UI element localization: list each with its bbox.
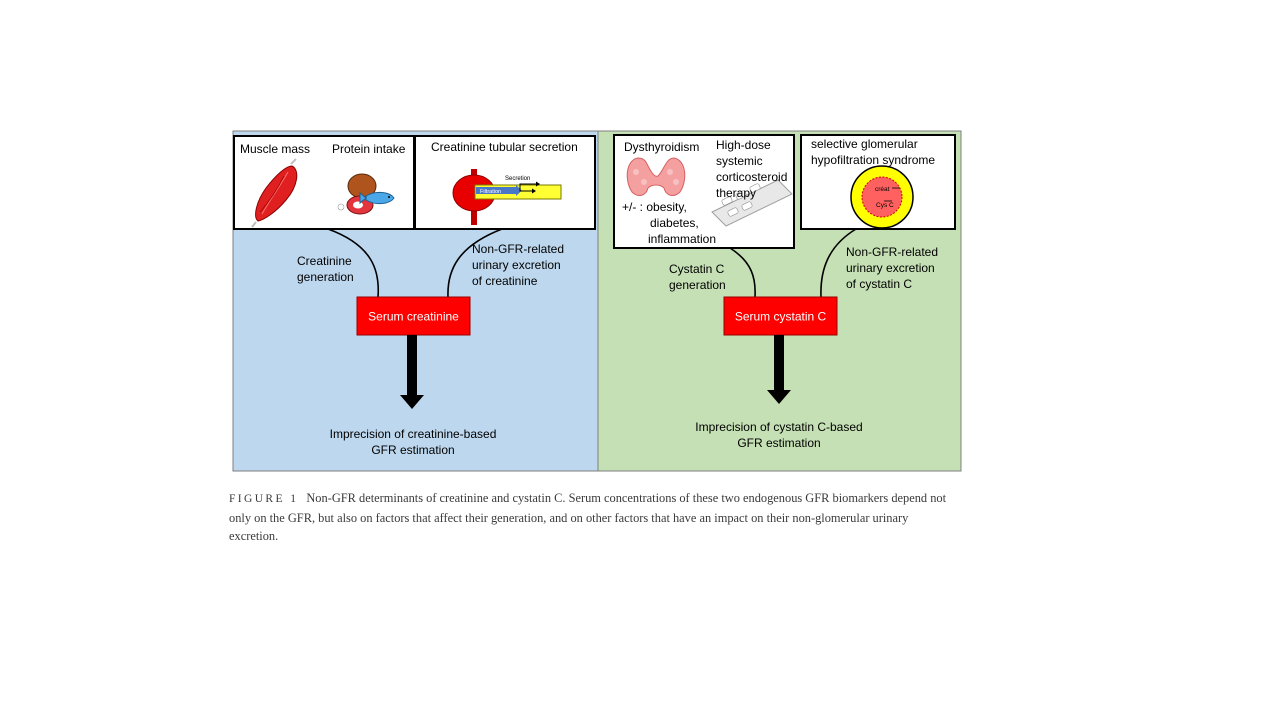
glomerular-pore-icon: créat Cys C bbox=[850, 165, 914, 229]
cystatin-arrow-shaft bbox=[774, 335, 784, 391]
cystatin-excretion-label-2: urinary excretion bbox=[846, 261, 935, 275]
syndrome-label-1: selective glomerular bbox=[811, 137, 918, 151]
cystatin-generation-label-1: Cystatin C bbox=[669, 262, 725, 276]
tubular-secretion-icon: Filtration Secretion bbox=[452, 169, 562, 225]
creatinine-arrow-shaft bbox=[407, 335, 417, 396]
creatinine-outcome-2: GFR estimation bbox=[371, 443, 454, 457]
corticosteroid-label-3: corticosteroid bbox=[716, 170, 787, 184]
figure-label: FIGURE 1 bbox=[229, 493, 299, 505]
modifiers-label-1: +/- : obesity, bbox=[622, 200, 687, 214]
muscle-mass-label: Muscle mass bbox=[240, 142, 310, 156]
pore-cys-label: Cys C bbox=[876, 202, 894, 209]
serum-creatinine-box bbox=[356, 296, 471, 336]
food-icon bbox=[337, 173, 395, 215]
creatinine-generation-label-2: generation bbox=[297, 270, 354, 284]
secretion-title: Creatinine tubular secretion bbox=[431, 140, 578, 154]
dysthyroidism-label: Dysthyroidism bbox=[624, 140, 699, 154]
modifiers-label-3: inflammation bbox=[648, 232, 716, 246]
creatinine-excretion-label-3: of creatinine bbox=[472, 274, 538, 288]
creatinine-generation-label-1: Creatinine bbox=[297, 254, 352, 268]
cystatin-generation-label-2: generation bbox=[669, 278, 726, 292]
caption-text: Non-GFR determinants of creatinine and c… bbox=[229, 491, 947, 543]
corticosteroid-label-4: therapy bbox=[716, 186, 756, 200]
corticosteroid-label-1: High-dose bbox=[716, 138, 771, 152]
cystatin-excretion-label-1: Non-GFR-related bbox=[846, 245, 938, 259]
cystatin-outcome-2: GFR estimation bbox=[737, 436, 820, 450]
excretion-connector bbox=[447, 228, 503, 298]
serum-cystatin-label: Serum cystatin C bbox=[735, 310, 827, 324]
secretion-box bbox=[414, 135, 596, 230]
pill-pack-icon bbox=[711, 179, 793, 227]
cystatin-arrow-head bbox=[767, 390, 791, 404]
protein-intake-label: Protein intake bbox=[332, 142, 406, 156]
creatinine-excretion-label-1: Non-GFR-related bbox=[472, 242, 564, 256]
serum-creatinine-label: Serum creatinine bbox=[368, 310, 459, 324]
creatinine-excretion-label-2: urinary excretion bbox=[472, 258, 561, 272]
cystatin-outcome-1: Imprecision of cystatin C-based bbox=[695, 420, 862, 434]
cystatin-generation-connector bbox=[729, 247, 756, 298]
thyroid-icon bbox=[626, 157, 686, 196]
muscle-icon bbox=[251, 158, 298, 228]
serum-cystatin-box bbox=[723, 296, 838, 336]
cystatin-excretion-label-3: of cystatin C bbox=[846, 277, 912, 291]
pore-crea-label: créat bbox=[875, 186, 890, 193]
syndrome-label-2: hypofiltration syndrome bbox=[811, 153, 935, 167]
filtration-label: Filtration bbox=[480, 189, 501, 195]
corticosteroid-label-2: systemic bbox=[716, 154, 763, 168]
creatinine-outcome-1: Imprecision of creatinine-based bbox=[330, 427, 497, 441]
creatinine-arrow-head bbox=[400, 395, 424, 409]
generation-connector bbox=[327, 228, 380, 298]
cystatin-excretion-connector bbox=[820, 228, 857, 298]
secretion-small-label: Secretion bbox=[505, 176, 530, 182]
modifiers-label-2: diabetes, bbox=[650, 216, 699, 230]
